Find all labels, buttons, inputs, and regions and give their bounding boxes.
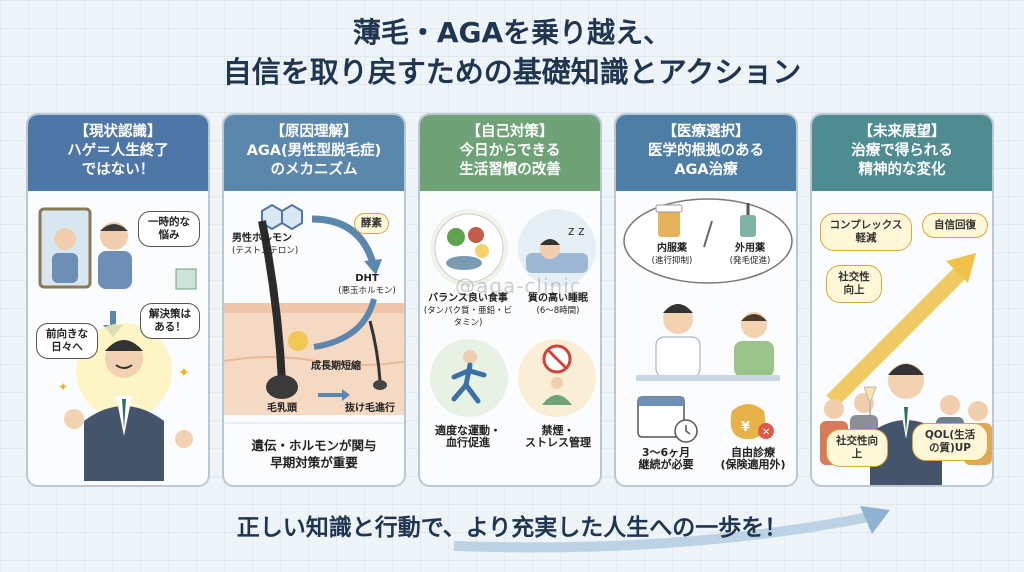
topical-text: 外用薬: [735, 243, 765, 254]
cost-line: 自由診療: [731, 446, 775, 459]
title-line-1: 薄毛・AGAを乗り越え、: [352, 16, 672, 49]
no-smoking-meditation-icon: [518, 339, 596, 417]
panel-future-outlook: 【未来展望】 治療で得られる 精神的な変化 コンプ: [810, 113, 994, 487]
label-no-smoking: 禁煙・ ストレス管理: [514, 424, 600, 449]
panel-header: 【自己対策】 今日からできる 生活習慣の改善: [420, 115, 600, 191]
svg-text:z z: z z: [568, 224, 584, 238]
running-icon: [430, 339, 508, 417]
caption-line: 遺伝・ホルモンが関与: [251, 438, 377, 453]
title-line-2: 自信を取り戻すための基礎知識とアクション: [222, 55, 802, 89]
panel-current-recognition: 【現状認識】 ハゲ＝人生終了 ではない！: [26, 113, 210, 487]
svg-text:✕: ✕: [762, 427, 770, 438]
page-title: 薄毛・AGAを乗り越え、 自信を取り戻すための基礎知識とアクション: [0, 14, 1024, 92]
bubble-temporary-worry: 一時的な悩み: [138, 211, 200, 247]
hormone-sub-text: (テストステロン): [232, 246, 299, 256]
panel-body: z z バランス良い食事 (タンパク質・亜鉛・ビタミン) 質の高い睡眠 (6〜8…: [420, 191, 600, 485]
panel-cause-understanding: 【原因理解】 AGA(男性型脱毛症) のメカニズム: [222, 113, 406, 487]
panel-header-line: 【原因理解】: [270, 124, 358, 140]
duration-line: 3〜6ヶ月: [641, 446, 691, 459]
label-duration: 3〜6ヶ月 継続が必要: [624, 447, 708, 471]
panel-header-line: 【医療選択】: [662, 124, 750, 140]
panel-header: 【医療選択】 医学的根拠のある AGA治療: [616, 115, 796, 191]
panel-body: 男性ホルモン (テストステロン) 酵素 DHT (悪玉ホルモン) 成長期短縮 毛…: [224, 191, 404, 485]
tag-complex-reduced: コンプレックス軽減: [820, 213, 912, 251]
panel-medical-choice: 【医療選択】 医学的根拠のある AGA治療: [614, 113, 798, 487]
footer-arrow-graphic: [453, 506, 890, 553]
panel-header-line: 【自己対策】: [466, 124, 554, 140]
dht-text: DHT: [355, 273, 379, 284]
item-label: バランス良い食事: [428, 293, 508, 304]
bubble-positive-days: 前向きな日々へ: [36, 323, 98, 359]
panel-header-line: 【現状認識】: [74, 124, 162, 140]
caption-line: 早期対策が重要: [270, 455, 358, 470]
doctor-consultation-illustration: ¥ ✕: [623, 198, 793, 443]
label-enzyme: 酵素: [354, 213, 389, 234]
tag-sociability-top: 社交性向上: [826, 265, 882, 303]
item-sub: ストレス管理: [525, 436, 591, 449]
panel-header-line: 精神的な変化: [858, 162, 946, 178]
cost-line: (保険適用外): [720, 458, 786, 471]
panel-header-line: 治療で得られる: [851, 143, 953, 159]
panel-header-line: 医学的根拠のある: [648, 143, 764, 159]
food-icon: [430, 209, 508, 287]
oral-sub-text: (進行抑制): [651, 256, 693, 266]
watermark: @aga-clinic: [455, 274, 582, 298]
dht-sub-text: (悪玉ホルモン): [338, 286, 396, 296]
panel-body: コンプレックス軽減 自信回復 社交性向上 社交性向上 QOL(生活の質)UP: [812, 191, 992, 485]
svg-text:✦: ✦: [58, 380, 68, 394]
item-sub: (タンパク質・亜鉛・ビタミン): [423, 306, 513, 328]
label-male-hormone: 男性ホルモン (テストステロン): [232, 233, 314, 257]
panel-header-line: 今日からできる: [459, 143, 561, 159]
panel-self-care: 【自己対策】 今日からできる 生活習慣の改善 z z バランス良い食事 (タンパ…: [418, 113, 602, 487]
label-balanced-diet: バランス良い食事 (タンパク質・亜鉛・ビタミン): [422, 293, 514, 329]
panel-header-line: のメカニズム: [270, 162, 358, 178]
label-self-pay: 自由診療 (保険適用外): [710, 447, 796, 471]
svg-text:✦: ✦: [178, 365, 190, 381]
tag-qol-up: QOL(生活の質)UP: [912, 423, 988, 461]
label-papilla: 毛乳頭: [267, 403, 297, 414]
panel-header: 【原因理解】 AGA(男性型脱毛症) のメカニズム: [224, 115, 404, 191]
label-exercise: 適度な運動・ 血行促進: [422, 425, 514, 449]
panel-body: ✦ ✦ 一時的な悩み 解決策はある！ 前向きな日々へ: [28, 191, 208, 485]
panel-header-line: AGA治療: [674, 162, 738, 178]
topical-sub-text: (発毛促進): [729, 256, 771, 266]
item-sub: 血行促進: [446, 436, 490, 449]
worried-man-illustration: ✦ ✦: [38, 207, 197, 481]
tag-sociability-bottom: 社交性向上: [826, 429, 888, 467]
panel-header-line: ハゲ＝人生終了: [67, 143, 169, 159]
label-oral-medicine: 内服薬 (進行抑制): [644, 243, 700, 267]
panel-header-line: ではない！: [81, 162, 155, 178]
item-label: 禁煙・: [541, 424, 575, 437]
aga-mechanism-diagram: [224, 203, 404, 424]
item-label: 適度な運動・: [435, 424, 501, 437]
item-sub: (6〜8時間): [536, 306, 580, 316]
sleep-icon: z z: [518, 209, 596, 287]
item-label: 質の高い睡眠: [528, 293, 588, 304]
bubble-solution-exists: 解決策はある！: [140, 303, 200, 339]
label-dht: DHT (悪玉ホルモン): [332, 273, 402, 297]
duration-line: 継続が必要: [638, 458, 694, 471]
label-hairloss-progress: 抜け毛進行: [345, 403, 395, 414]
label-growth-shortened: 成長期短縮: [311, 361, 361, 372]
panel-body: ¥ ✕ 内服薬 (進行抑制) 外用薬 (発毛促進) 3〜6ヶ月 継続が必要 自由…: [616, 191, 796, 485]
panel-header-line: AGA(男性型脱毛症): [246, 143, 382, 159]
label-topical-medicine: 外用薬 (発毛促進): [720, 243, 780, 267]
footer-message: 正しい知識と行動で、より充実した人生への一歩を！: [236, 515, 788, 541]
oral-text: 内服薬: [657, 243, 687, 254]
tag-confidence-recovered: 自信回復: [922, 213, 988, 238]
panel-header-line: 【未来展望】: [858, 124, 946, 140]
hormone-text: 男性ホルモン: [232, 233, 292, 244]
panel-header-line: 生活習慣の改善: [459, 162, 561, 178]
label-quality-sleep: 質の高い睡眠 (6〜8時間): [514, 293, 600, 317]
panel-header: 【現状認識】 ハゲ＝人生終了 ではない！: [28, 115, 208, 191]
panel-header: 【未来展望】 治療で得られる 精神的な変化: [812, 115, 992, 191]
panel-caption: 遺伝・ホルモンが関与 早期対策が重要: [224, 437, 404, 471]
svg-text:¥: ¥: [741, 420, 750, 435]
